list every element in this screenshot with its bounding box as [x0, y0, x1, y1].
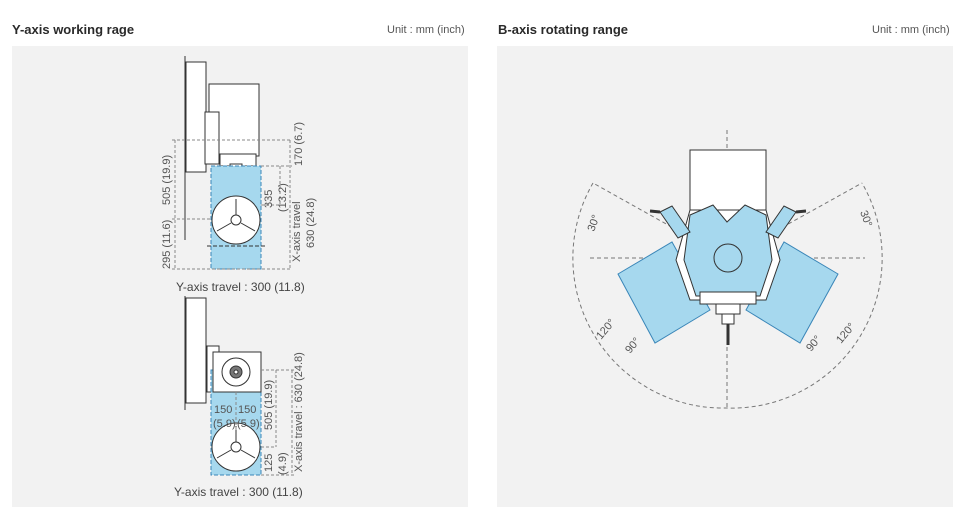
- b-axis-angle-right-30: 30°: [857, 209, 874, 229]
- top-dim-13-2: (13.2): [277, 183, 289, 212]
- top-x-axis-travel-value: 630 (24.8): [305, 198, 317, 248]
- y-axis-bottom-dimension-lines: [235, 369, 295, 476]
- b-axis-panel-title: B-axis rotating range: [498, 22, 629, 37]
- bottom-dim-125: 125: [263, 454, 275, 472]
- b-axis-angle-left-120: 120°: [594, 317, 618, 342]
- y-axis-bottom-table: [211, 422, 261, 472]
- y-axis-panel-title: Y-axis working rage: [12, 22, 135, 37]
- y-axis-bottom-spindle: [212, 351, 262, 393]
- bottom-dim-150-left: 150: [214, 404, 232, 416]
- b-axis-angle-right-120: 120°: [834, 321, 858, 346]
- b-axis-tilted-tool-left: [649, 205, 691, 239]
- b-axis-angle-left-30: 30°: [586, 213, 603, 233]
- b-axis-angle-right-90: 90°: [804, 333, 824, 353]
- bottom-dim-4-9: (4.9): [277, 452, 289, 475]
- top-dim-295: 295 (11.6): [161, 220, 173, 269]
- y-axis-unit-label: Unit : mm (inch): [387, 24, 465, 36]
- b-axis-rotation-zones: [617, 241, 839, 344]
- bottom-y-axis-travel-label: Y-axis travel : 300 (11.8): [174, 485, 303, 499]
- y-axis-top-dimension-lines: [172, 139, 292, 270]
- bottom-dim-5-9-right: (5.9): [237, 418, 260, 430]
- top-dim-505: 505 (19.9): [161, 155, 173, 205]
- y-axis-top-view: [184, 56, 260, 240]
- bottom-dim-505: 505 (19.9): [263, 380, 275, 430]
- b-axis-angle-left-90: 90°: [623, 335, 643, 355]
- top-dim-170: 170 (6.7): [293, 122, 305, 166]
- top-x-axis-travel-label: X-axis travel: [291, 201, 303, 262]
- top-dim-335: 335: [263, 190, 275, 208]
- b-axis-head-body: [675, 149, 781, 345]
- b-axis-unit-label: Unit : mm (inch): [872, 24, 950, 36]
- top-y-axis-travel-label: Y-axis travel : 300 (11.8): [176, 280, 305, 294]
- bottom-dim-5-9-left: (5.9): [213, 418, 236, 430]
- b-axis-tilted-tool-right: [765, 205, 807, 239]
- bottom-x-axis-travel: X-axis travel : 630 (24.8): [293, 352, 305, 472]
- bottom-dim-150-right: 150: [238, 404, 256, 416]
- y-axis-top-table: [207, 195, 265, 247]
